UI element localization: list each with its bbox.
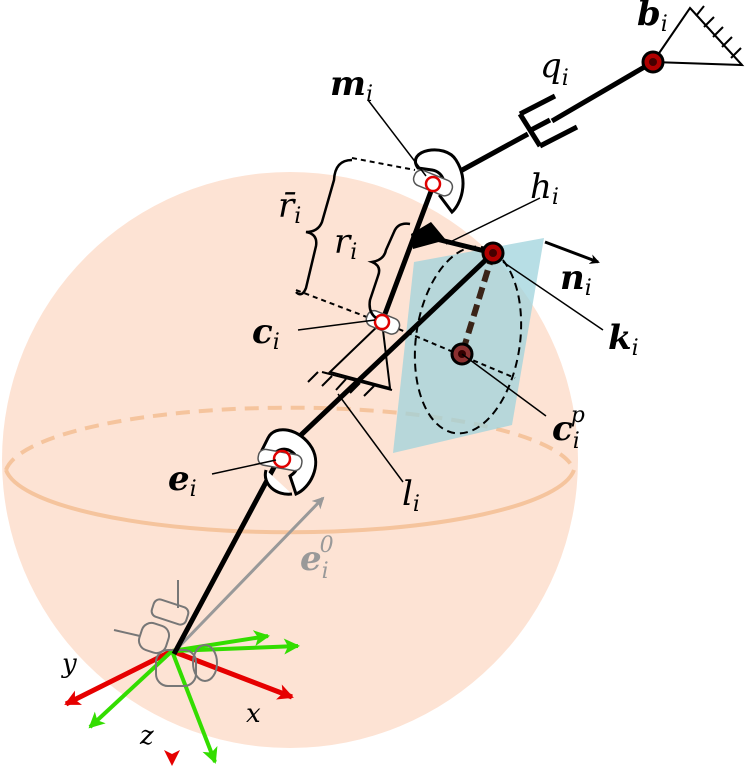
axis-y-green [88,649,174,729]
axis-label-y: y [61,649,77,679]
fixed-mount-c [307,321,393,397]
rbar-bottom-dash [295,289,381,323]
origin-joint-glyph [113,580,218,687]
label-b: bi [637,0,668,37]
normal-n-arrow [544,240,600,264]
prismatic-joint-symbol [517,93,579,149]
axis-x2-green [171,630,270,653]
leg-link-l [281,251,495,454]
e0-vector [172,496,325,654]
joint-b-point [641,50,665,74]
joint-e-glyph [257,428,318,497]
label-r: ri [334,222,357,265]
axis-label-x: x [246,699,261,729]
leg-link-lower [171,456,282,656]
joint-m-glyph [412,148,465,215]
label-rbar: r̄i [278,186,301,229]
base-frame [64,580,300,766]
offset-h-gusset [411,222,446,249]
label-n: ni [560,258,592,301]
leader-lines [211,99,604,483]
actuator-upper [550,59,655,124]
axis-x-green [171,638,300,655]
joint-k-point [481,241,505,265]
axis-x-red [171,648,294,700]
rbar-top-dash [351,157,416,171]
label-q: qi [540,46,569,91]
label-l: li [402,474,420,517]
axis-y-red [64,648,174,707]
label-k: ki [608,318,639,361]
label-c: ci [252,312,280,355]
fixed-base-b [652,5,745,67]
label-h: hi [530,167,559,210]
link-m-to-c [379,185,436,323]
label-m: mi [330,64,373,107]
circle-on-plane [413,245,523,435]
c-to-cp-line [381,321,516,379]
axis-label-z: z [139,721,154,751]
brace-rbar [295,158,353,296]
axis-z-green [170,650,218,764]
sphere-equator-back [4,405,576,471]
label-e: ei [168,459,197,502]
brace-r [367,222,411,319]
